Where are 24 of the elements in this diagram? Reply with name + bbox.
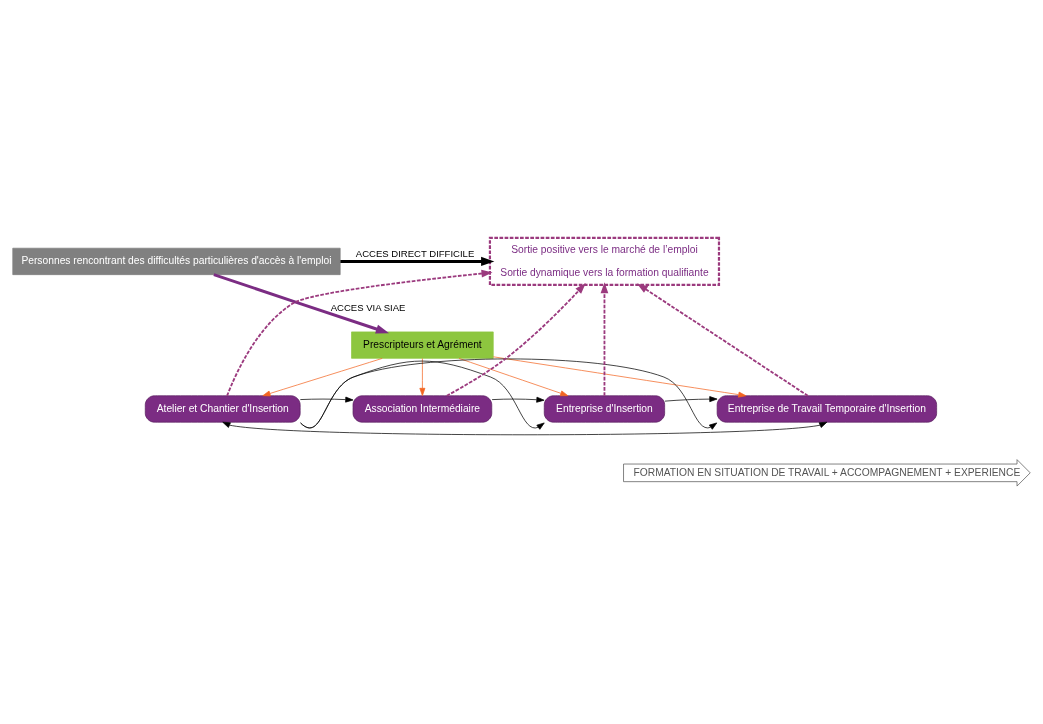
node-box: Entreprise d'Insertion [543, 395, 665, 423]
arrow [213, 273, 390, 334]
node-box: Personnes rencontrant des difficultés particulières d'accès à l'emploi [12, 247, 341, 275]
node-box: Atelier et Chantier d'Insertion [144, 395, 301, 423]
arrow [300, 360, 545, 430]
edge-label: ACCES VIA SIAE [330, 301, 406, 313]
arrow [491, 396, 545, 403]
arrow [300, 358, 718, 430]
arrow [664, 396, 718, 403]
arrow [222, 421, 828, 436]
arrow [600, 282, 609, 397]
arrow [262, 358, 383, 397]
arrow [445, 283, 586, 397]
node-box: Association Intermédiaire [352, 395, 493, 423]
arrow [340, 256, 495, 267]
arrow [419, 358, 426, 396]
arrow [492, 356, 747, 398]
node-box: Prescripteurs et Agrément [351, 331, 494, 359]
node-box: Sortie positive vers le marché de l’emploi Sortie dynamique vers la formation qualifiante [488, 236, 721, 287]
arrow [458, 358, 569, 397]
arrow [636, 283, 809, 397]
node-box: Entreprise de Travail Temporaire d'Insertion [716, 395, 937, 423]
edge-label: ACCES DIRECT DIFFICILE [355, 247, 475, 259]
arrow [299, 396, 354, 403]
